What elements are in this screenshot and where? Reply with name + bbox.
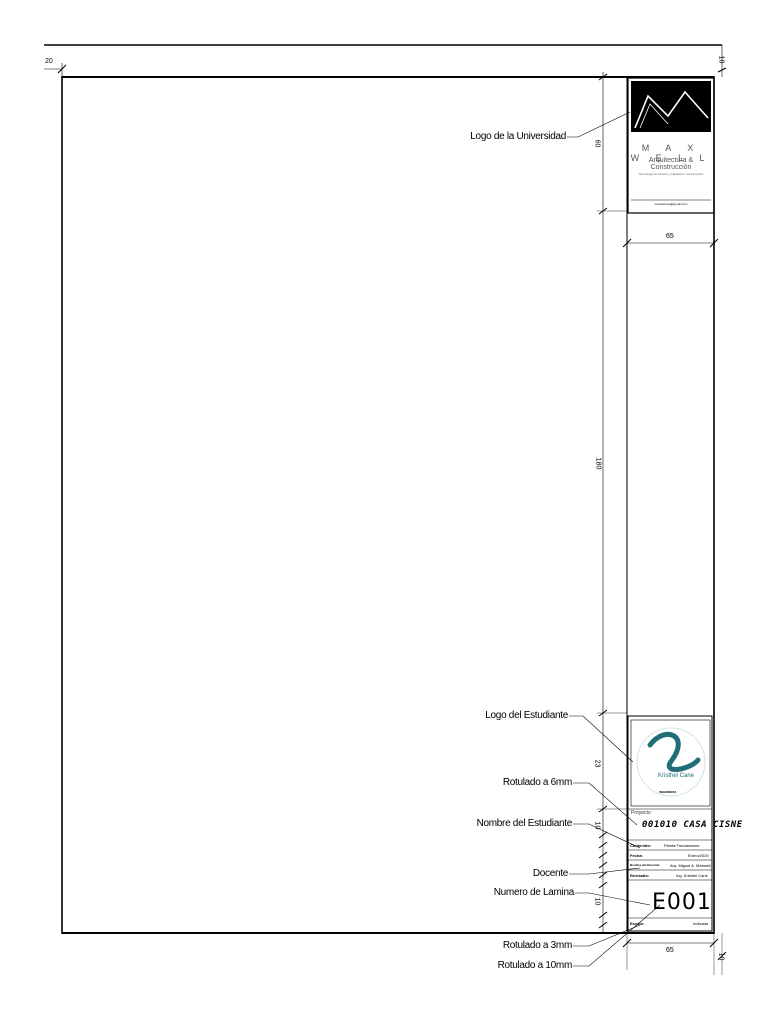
docente-label: Nombre del Docente:: [630, 863, 661, 867]
university-name: M A X W E L L: [630, 143, 712, 163]
proyecto-label: Proyecto: [631, 810, 651, 816]
dim-left-margin: 20: [45, 58, 53, 65]
label-rotulado-3mm: Rotulado a 3mm: [502, 940, 572, 951]
university-subtitle: Arquitectura & Construcción: [648, 157, 694, 171]
revisado-label: Revisado:: [630, 873, 650, 878]
escala-label: Escala:: [630, 921, 645, 926]
dim-column-width-bottom: 65: [666, 947, 674, 954]
docente-value: Arq. Miguel A. Maxwell: [670, 863, 711, 868]
proyecto-name: 001010 CASA CISNE: [642, 820, 743, 830]
dim-bottom-margin: 10: [717, 952, 725, 961]
revisado-value: Ing. Kristhel Cane: [676, 873, 708, 878]
university-logo: M A X W E L L Arquitectura & Construcció…: [630, 80, 712, 211]
lamina-number: E001: [652, 890, 712, 915]
student-logo-caption: INGENIERIA: [659, 790, 677, 794]
fecha-value: Enero/2020: [688, 853, 709, 858]
label-rotulado-10mm: Rotulado a 10mm: [497, 960, 573, 971]
student-logo-name: Kristhel Cane: [658, 773, 695, 779]
label-numero-lamina: Numero de Lamina: [493, 887, 575, 898]
university-email: maxwell.arq@gmail.com: [654, 202, 688, 206]
dim-rows-10b: 10: [593, 897, 601, 906]
dim-student-logo-height: 23: [593, 759, 601, 768]
escala-value: Indicada: [693, 921, 709, 926]
contenido-value: Planta Fundaciones: [664, 843, 700, 848]
contenido-label: Contenido:: [630, 843, 652, 848]
fecha-label: Fecha:: [630, 853, 643, 858]
dim-column-width-top: 65: [666, 233, 674, 240]
dim-rows-10: 10: [593, 821, 601, 830]
label-docente: Docente: [532, 868, 568, 879]
dim-logo-height: 60: [593, 139, 601, 148]
label-rotulado-6mm: Rotulado a 6mm: [502, 777, 572, 788]
label-nombre-estudiante: Nombre del Estudiante: [476, 818, 573, 829]
label-logo-universidad: Logo de la Universidad: [470, 131, 566, 142]
dim-middle-height: 180: [594, 457, 602, 470]
label-logo-estudiante: Logo del Estudiante: [485, 710, 568, 721]
university-tagline: Tecnología en Diseño y Calidad en Constr…: [638, 172, 704, 176]
dim-top-margin: 10: [717, 55, 725, 64]
